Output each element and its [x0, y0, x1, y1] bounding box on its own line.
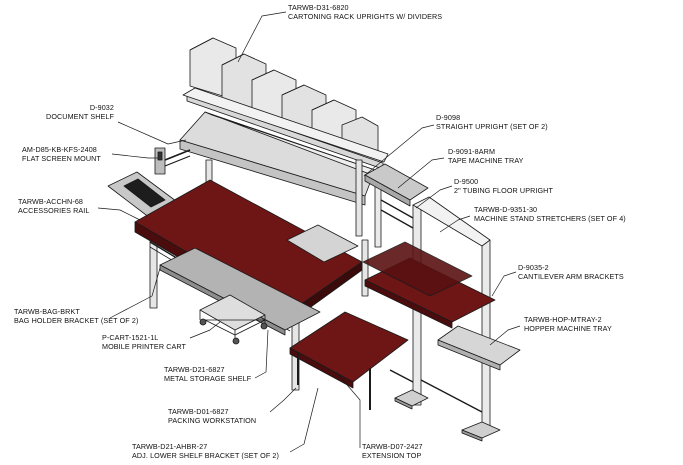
callout-packing-workstation: TARWB-D01-6827 PACKING WORKSTATION — [168, 407, 257, 425]
printer-cart-drawing — [199, 294, 268, 345]
part-code: D-9035-2 — [518, 263, 549, 272]
part-code: TARWB-HOP-MTRAY-2 — [524, 315, 602, 324]
document-shelf-drawing — [179, 111, 376, 206]
part-description: METAL STORAGE SHELF — [164, 373, 252, 383]
part-code: AM-D85-KB-KFS-2408 — [22, 145, 97, 154]
flat-screen-mount-drawing — [154, 147, 191, 175]
callout-straight-upright: D-9098 STRAIGHT UPRIGHT (SET OF 2) — [436, 113, 548, 131]
part-code: TARWB-D21-6827 — [164, 365, 225, 374]
part-description: TAPE MACHINE TRAY — [448, 155, 524, 165]
part-description: PACKING WORKSTATION — [168, 415, 257, 425]
part-code: TARWB-D07-2427 — [362, 442, 423, 451]
part-code: TARWB-D31-6820 — [288, 3, 349, 12]
part-description: DOCUMENT SHELF — [46, 111, 114, 121]
callout-accessories-rail: TARWB-ACCHN-68 ACCESSORIES RAIL — [18, 197, 90, 215]
cartoning-rack-drawing — [182, 37, 389, 170]
callout-tape-machine-tray: D-9091-8ARM TAPE MACHINE TRAY — [448, 147, 524, 165]
machine-stand-drawing — [362, 163, 521, 442]
callout-cantilever-brackets: D-9035-2 CANTILEVER ARM BRACKETS — [518, 263, 624, 281]
callout-cartoning-rack: TARWB-D31-6820 CARTONING RACK UPRIGHTS W… — [288, 3, 443, 21]
part-description: MACHINE STAND STRETCHERS (SET OF 4) — [474, 213, 626, 223]
part-description: 2" TUBING FLOOR UPRIGHT — [454, 185, 553, 195]
part-description: CARTONING RACK UPRIGHTS W/ DIVIDERS — [288, 11, 443, 21]
part-description: MOBILE PRINTER CART — [102, 341, 187, 351]
part-code: D-9098 — [436, 113, 461, 122]
part-description: CANTILEVER ARM BRACKETS — [518, 271, 624, 281]
callout-floor-upright: D-9500 2" TUBING FLOOR UPRIGHT — [454, 177, 553, 195]
part-code: TARWB-BAG-BRKT — [14, 307, 80, 316]
callout-printer-cart: P-CART-1521-1L MOBILE PRINTER CART — [102, 333, 187, 351]
callout-storage-shelf: TARWB-D21-6827 METAL STORAGE SHELF — [164, 365, 252, 383]
callout-flat-screen-mount: AM-D85-KB-KFS-2408 FLAT SCREEN MOUNT — [22, 145, 101, 163]
side-tray-drawing — [286, 224, 359, 263]
part-code: P-CART-1521-1L — [102, 333, 159, 342]
part-code: TARWB-D01-6827 — [168, 407, 229, 416]
callout-bag-holder: TARWB-BAG-BRKT BAG HOLDER BRACKET (SET O… — [14, 307, 139, 325]
part-description: FLAT SCREEN MOUNT — [22, 153, 101, 163]
part-description: EXTENSION TOP — [362, 450, 422, 460]
part-description: BAG HOLDER BRACKET (SET OF 2) — [14, 315, 139, 325]
callout-document-shelf: D-9032 DOCUMENT SHELF — [26, 103, 114, 121]
part-code: TARWB-ACCHN-68 — [18, 197, 84, 206]
part-description: STRAIGHT UPRIGHT (SET OF 2) — [436, 121, 548, 131]
callout-hopper-tray: TARWB-HOP-MTRAY-2 HOPPER MACHINE TRAY — [524, 315, 612, 333]
extension-top-drawing — [289, 311, 409, 410]
part-code: D-9091-8ARM — [448, 147, 496, 156]
callout-extension-top: TARWB-D07-2427 EXTENSION TOP — [362, 442, 423, 460]
part-description: HOPPER MACHINE TRAY — [524, 323, 612, 333]
callout-stand-stretchers: TARWB-D-9351-30 MACHINE STAND STRETCHERS… — [474, 205, 626, 223]
part-code: D-9032 — [89, 103, 114, 112]
callout-lower-shelf-bracket: TARWB-D21-AHBR-27 ADJ. LOWER SHELF BRACK… — [132, 442, 280, 460]
part-code: TARWB-D-9351-30 — [474, 205, 538, 214]
part-description: ACCESSORIES RAIL — [18, 205, 90, 215]
part-code: TARWB-D21-AHBR-27 — [132, 442, 208, 451]
part-description: ADJ. LOWER SHELF BRACKET (SET OF 2) — [132, 450, 280, 460]
leader-lines — [97, 11, 521, 453]
part-code: D-9500 — [454, 177, 479, 186]
